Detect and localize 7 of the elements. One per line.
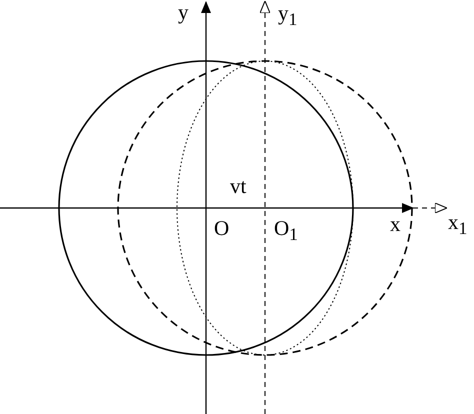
axis-label: y — [178, 2, 188, 23]
origin-label: O — [214, 218, 230, 239]
axis-label: x — [390, 214, 400, 235]
origin-label: O$_{1}$ — [274, 218, 298, 244]
distance-label: vt — [230, 176, 246, 197]
axis-label: y$_{1}$ — [278, 3, 298, 29]
axis-label: x$_{1}$ — [448, 212, 468, 238]
